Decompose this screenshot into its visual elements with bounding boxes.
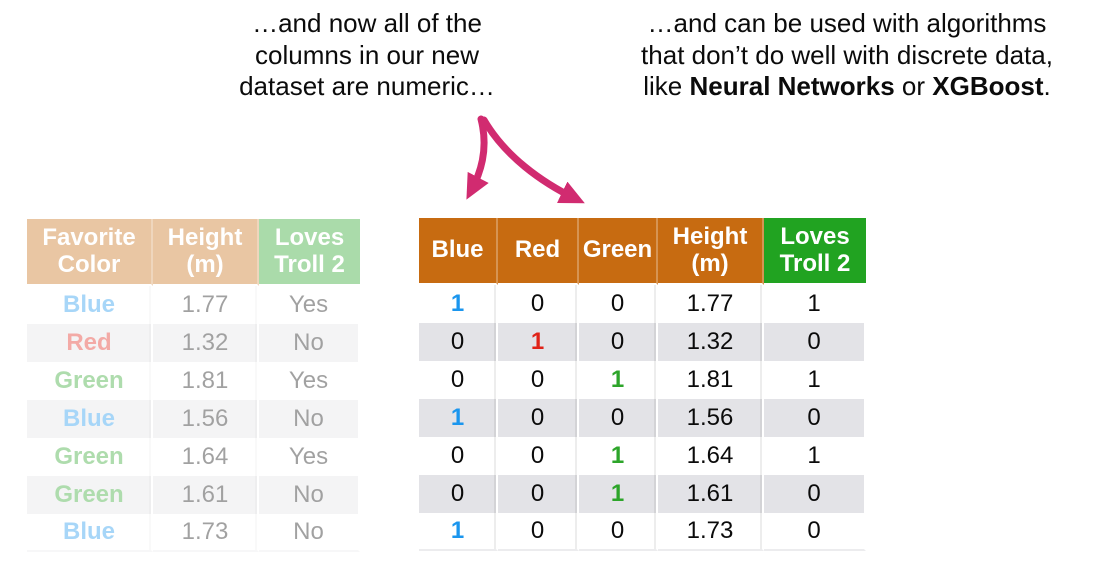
table-cell: 1.61 [153, 476, 259, 514]
right-annotation-line3-suffix: . [1043, 71, 1051, 102]
left-annotation-line2: columns in our new [255, 39, 479, 70]
table-cell: Blue [27, 514, 153, 552]
table-cell: 1.56 [153, 400, 259, 438]
column-header: Loves Troll 2 [764, 218, 866, 285]
table-cell: 1.77 [153, 286, 259, 324]
table-cell: 0 [764, 475, 866, 513]
table-cell: 0 [764, 513, 866, 551]
table-cell: 1 [579, 475, 658, 513]
table-cell: Yes [259, 362, 360, 400]
table-cell: 1 [498, 323, 579, 361]
left-annotation: …and now all of the columns in our new d… [206, 8, 528, 103]
table-cell: 1 [764, 437, 866, 475]
table-cell: Yes [259, 286, 360, 324]
table-cell: 1 [579, 361, 658, 399]
table-cell: 0 [498, 437, 579, 475]
column-header: Favorite Color [27, 219, 153, 286]
table-cell: No [259, 400, 360, 438]
table-cell: 0 [579, 513, 658, 551]
table-cell: 0 [419, 361, 498, 399]
arrow-right-branch [480, 116, 585, 204]
table-cell: 1.61 [658, 475, 764, 513]
table-cell: 0 [419, 475, 498, 513]
table-cell: No [259, 324, 360, 362]
table-cell: 0 [498, 361, 579, 399]
table-cell: 1 [764, 285, 866, 323]
column-header: Loves Troll 2 [259, 219, 360, 286]
column-header: Green [579, 218, 658, 285]
right-annotation-line1: …and can be used with algorithms [647, 8, 1047, 38]
right-annotation-line3: like Neural Networks or XGBoost. [586, 71, 1108, 103]
column-header: Height (m) [658, 218, 764, 285]
table-cell: 0 [764, 399, 866, 437]
right-annotation-xgboost: XGBoost [932, 71, 1044, 102]
table-cell: 1 [419, 399, 498, 437]
table-cell: 1.32 [658, 323, 764, 361]
right-annotation: …and can be used with algorithms that do… [586, 8, 1108, 103]
right-annotation-line2: that don’t do well with discrete data, [641, 39, 1053, 70]
table-cell: 1.56 [658, 399, 764, 437]
table-cell: Green [27, 438, 153, 476]
table-cell: 0 [498, 513, 579, 551]
table-cell: 1.32 [153, 324, 259, 362]
table-cell: Green [27, 476, 153, 514]
table-cell: Blue [27, 286, 153, 324]
table-cell: 1.64 [153, 438, 259, 476]
table-cell: Blue [27, 400, 153, 438]
right-annotation-neural-networks: Neural Networks [689, 71, 895, 102]
column-header: Height (m) [153, 219, 259, 286]
table-cell: 1.77 [658, 285, 764, 323]
table-cell: 1 [419, 285, 498, 323]
table-cell: Green [27, 362, 153, 400]
arrow-left-branch [466, 115, 489, 200]
table-cell: 1.73 [153, 514, 259, 552]
table-cell: Red [27, 324, 153, 362]
table-cell: 1 [579, 437, 658, 475]
table-cell: 0 [579, 285, 658, 323]
table-cell: No [259, 476, 360, 514]
table-cell: 0 [579, 399, 658, 437]
table-cell: 0 [419, 437, 498, 475]
left-annotation-line1: …and now all of the [252, 8, 482, 38]
table-cell: 1.73 [658, 513, 764, 551]
right-annotation-line3-prefix: like [643, 71, 690, 102]
right-annotation-line3-mid: or [894, 71, 933, 102]
column-header: Red [498, 218, 579, 285]
left-annotation-line3: dataset are numeric… [239, 71, 495, 102]
table-cell: No [259, 514, 360, 552]
table-cell: 1 [764, 361, 866, 399]
table-cell: 1.64 [658, 437, 764, 475]
table-cell: 0 [498, 285, 579, 323]
table-cell: 1 [419, 513, 498, 551]
table-cell: 1.81 [153, 362, 259, 400]
table-cell: Yes [259, 438, 360, 476]
table-cell: 0 [498, 475, 579, 513]
table-cell: 1.81 [658, 361, 764, 399]
table-cell: 0 [764, 323, 866, 361]
table-cell: 0 [419, 323, 498, 361]
table-cell: 0 [498, 399, 579, 437]
column-header: Blue [419, 218, 498, 285]
table-cell: 0 [579, 323, 658, 361]
